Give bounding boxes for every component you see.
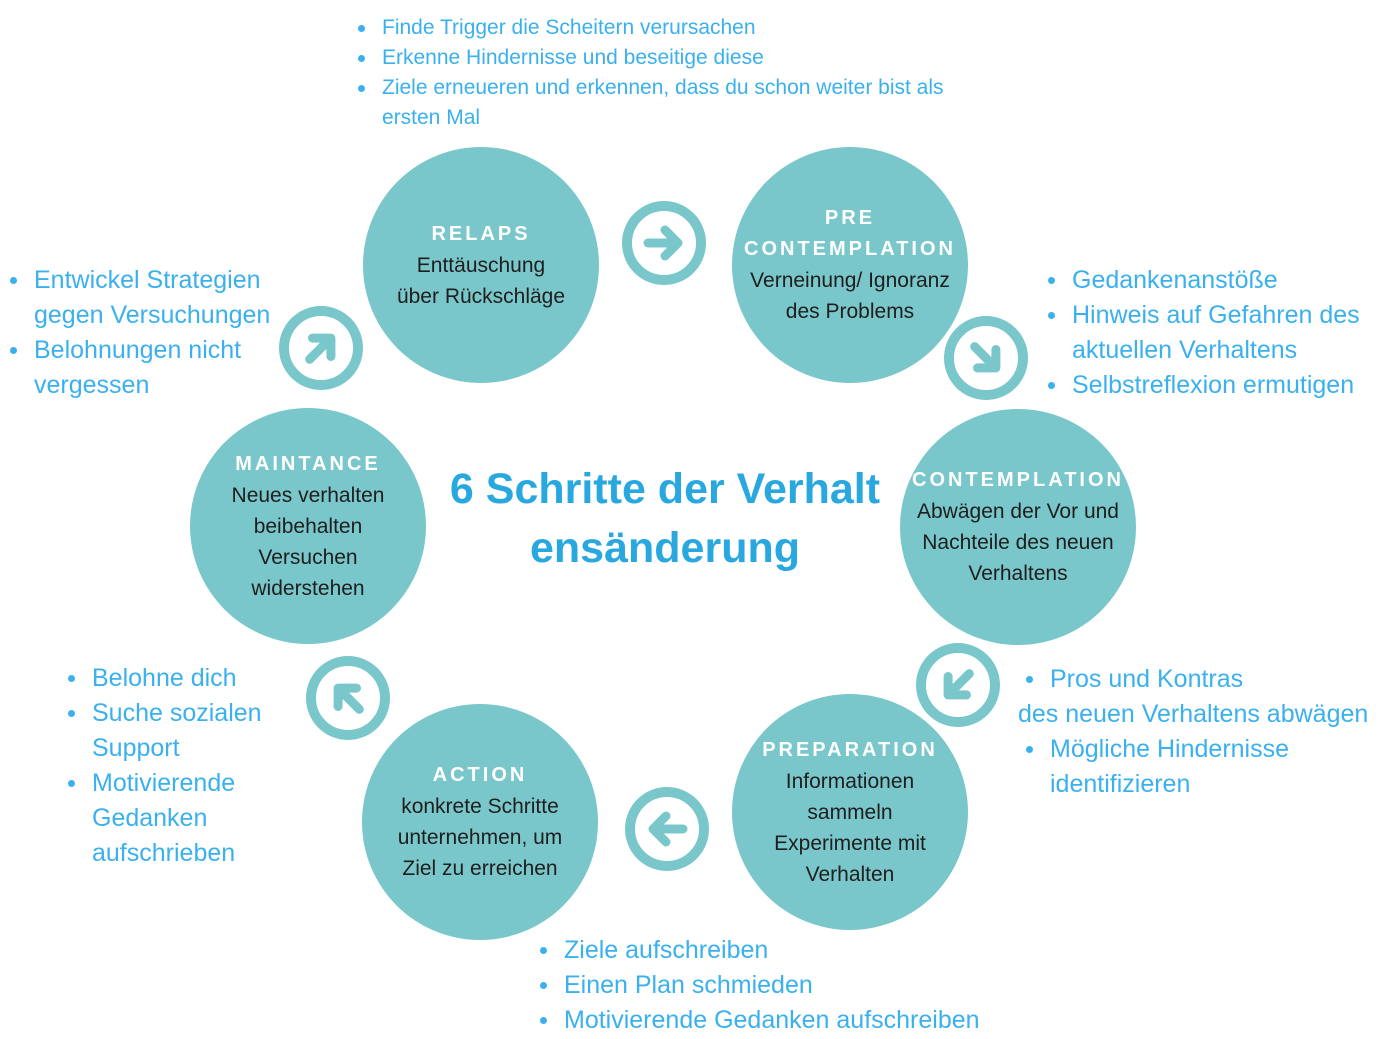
arrow-up-right-icon bbox=[279, 306, 363, 390]
stage-contemplation: CONTEMPLATION Abwägen der Vor und Nachte… bbox=[900, 409, 1136, 645]
note-item: Motivierende Gedanken aufschrieben bbox=[68, 766, 288, 871]
stage-label: CONTEMPLATION bbox=[912, 469, 1124, 491]
note-item: Motivierende Gedanken aufschreiben bbox=[540, 1003, 1060, 1038]
stage-description: Verneinung/ Ignoranz des Problems bbox=[750, 269, 950, 323]
note-item: Suche sozialen Support bbox=[68, 696, 288, 766]
stage-preparation: PREPARATION Informationen sammeln Experi… bbox=[732, 694, 968, 930]
arrow-down-right-icon bbox=[944, 316, 1028, 400]
stage-description: konkrete Schritte unternehmen, um Ziel z… bbox=[397, 795, 563, 880]
note-item: Hinweis auf Gefahren des aktuellen Verha… bbox=[1048, 298, 1386, 368]
stage-action: ACTION konkrete Schritte unternehmen, um… bbox=[362, 704, 598, 940]
note-item: Selbstreflexion ermutigen bbox=[1048, 368, 1386, 403]
stage-description: Enttäuschung über Rückschläge bbox=[396, 253, 566, 308]
stage-description: Neues verhalten beibehalten Versuchen wi… bbox=[231, 483, 385, 600]
stage-precontemplation: PRE CONTEMPLATION Verneinung/ Ignoranz d… bbox=[732, 147, 968, 383]
stage-label: MAINTANCE bbox=[235, 452, 381, 475]
stage-maintance: MAINTANCE Neues verhalten beibehalten Ve… bbox=[190, 408, 426, 644]
note-item: Entwickel Strategien gegen Versuchungen bbox=[10, 263, 290, 333]
note-item: des neuen Verhaltens abwägen bbox=[1018, 700, 1369, 728]
stage-label: PRE CONTEMPLATION bbox=[744, 207, 956, 260]
stage-label: RELAPS bbox=[431, 222, 531, 245]
note-item: Belohnungen nicht vergessen bbox=[10, 333, 290, 403]
arrow-right-icon bbox=[622, 201, 706, 285]
note-item: Gedankenanstöße bbox=[1048, 263, 1386, 298]
note-item: Ziele aufschreiben bbox=[540, 933, 1060, 968]
notes-action: Belohne dich Suche sozialen Support Moti… bbox=[68, 661, 288, 871]
arrow-left-icon bbox=[625, 787, 709, 871]
note-item: Finde Trigger die Scheitern verursachen bbox=[358, 13, 998, 43]
arrow-up-left-icon bbox=[306, 656, 390, 740]
note-item: Mögliche Hindernisse identifizieren bbox=[1026, 732, 1386, 802]
notes-preparation: Ziele aufschreiben Einen Plan schmieden … bbox=[540, 933, 1060, 1038]
stage-description: Informationen sammeln Experimente mit Ve… bbox=[774, 769, 926, 886]
notes-relaps: Finde Trigger die Scheitern verursachen … bbox=[358, 13, 998, 133]
arrow-down-left-icon bbox=[916, 643, 1000, 727]
notes-precontemplation: Gedankenanstöße Hinweis auf Gefahren des… bbox=[1048, 263, 1386, 403]
stage-description: Abwägen der Vor und Nachteile des neuen … bbox=[917, 500, 1119, 585]
notes-contemplation: Pros und Kontras des neuen Verhaltens ab… bbox=[1018, 662, 1386, 802]
note-item: Einen Plan schmieden bbox=[540, 968, 1060, 1003]
note-item: Belohne dich bbox=[68, 661, 288, 696]
note-item: Ziele erneueren und erkennen, dass du sc… bbox=[358, 73, 998, 133]
stage-relaps: RELAPS Enttäuschung über Rückschläge bbox=[363, 147, 599, 383]
note-item: Pros und Kontras bbox=[1026, 662, 1386, 697]
stage-label: ACTION bbox=[432, 764, 528, 786]
stage-label: PREPARATION bbox=[762, 738, 938, 761]
diagram-title: 6 Schritte der Verhaltensänderung bbox=[449, 465, 881, 572]
notes-maintance: Entwickel Strategien gegen Versuchungen … bbox=[10, 263, 290, 403]
note-item: Erkenne Hindernisse und beseitige diese bbox=[358, 43, 998, 73]
